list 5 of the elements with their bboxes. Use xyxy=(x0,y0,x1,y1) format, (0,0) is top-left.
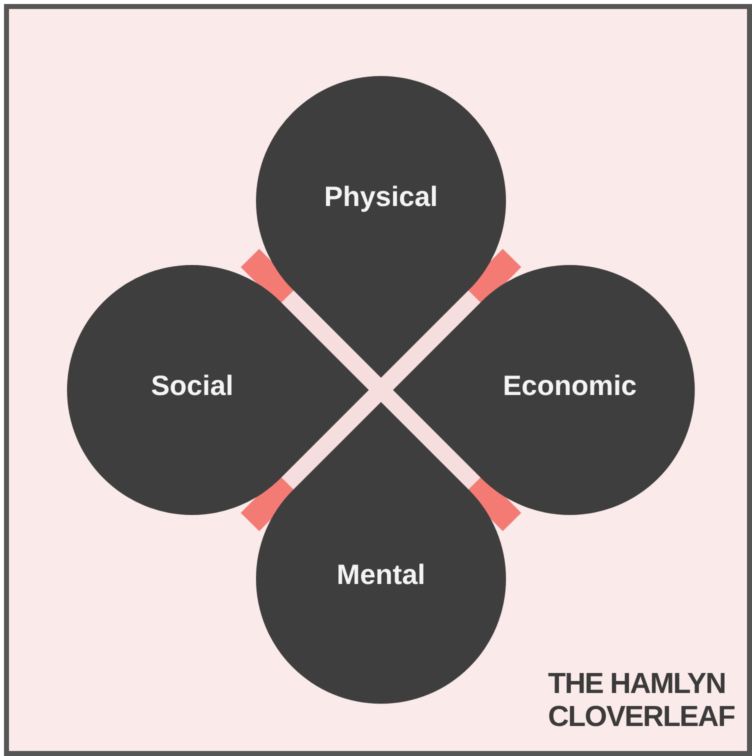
diagram-title: THE HAMLYN CLOVERLEAF xyxy=(548,668,736,734)
petal-label: Economic xyxy=(502,370,637,402)
petal-label: Mental xyxy=(336,558,426,591)
petal-label: Physical xyxy=(324,181,438,214)
petal-label: Social xyxy=(150,370,234,402)
